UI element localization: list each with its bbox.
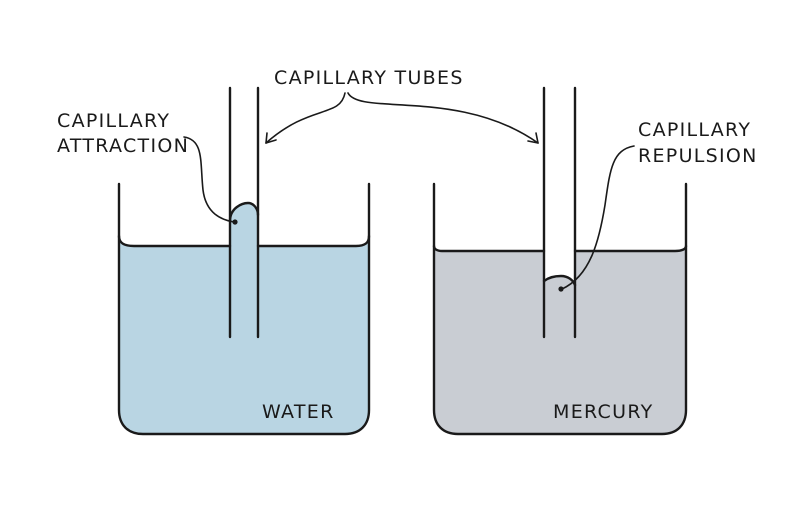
arrowhead-right-icon — [527, 132, 539, 144]
mercury-meniscus — [542, 274, 577, 287]
mercury-fill — [434, 246, 686, 434]
water-fill — [119, 203, 369, 434]
tubes-label: CAPILLARY TUBES — [274, 67, 464, 89]
repulsion-label-line1: CAPILLARY — [638, 119, 751, 141]
repulsion-label-line2: REPULSION — [638, 145, 758, 167]
mercury-beaker: MERCURY — [432, 86, 688, 436]
water-label: WATER — [262, 401, 335, 423]
mercury-beaker-outline — [432, 182, 688, 436]
attraction-label-line2: ATTRACTION — [57, 135, 189, 157]
tubes-pointer-right — [347, 92, 539, 144]
water-beaker-outline — [117, 182, 371, 436]
water-beaker: WATER — [117, 86, 371, 436]
mercury-surface-line — [432, 244, 546, 253]
tubes-pointer-left — [265, 92, 346, 144]
attraction-pointer — [183, 136, 235, 223]
water-surface-line-right — [256, 234, 371, 248]
attraction-callout: CAPILLARY ATTRACTION — [57, 110, 238, 225]
attraction-label-line1: CAPILLARY — [57, 110, 170, 132]
arrowhead-left-icon — [265, 132, 277, 144]
repulsion-callout: CAPILLARY REPULSION — [558, 119, 758, 292]
mercury-surface-line-right — [573, 244, 688, 253]
attraction-pointer-dot-icon — [232, 219, 238, 225]
tubes-callout: CAPILLARY TUBES — [265, 67, 539, 144]
repulsion-pointer — [561, 145, 635, 290]
water-surface-line — [117, 234, 232, 248]
mercury-label: MERCURY — [553, 401, 654, 423]
repulsion-pointer-dot-icon — [558, 286, 564, 292]
